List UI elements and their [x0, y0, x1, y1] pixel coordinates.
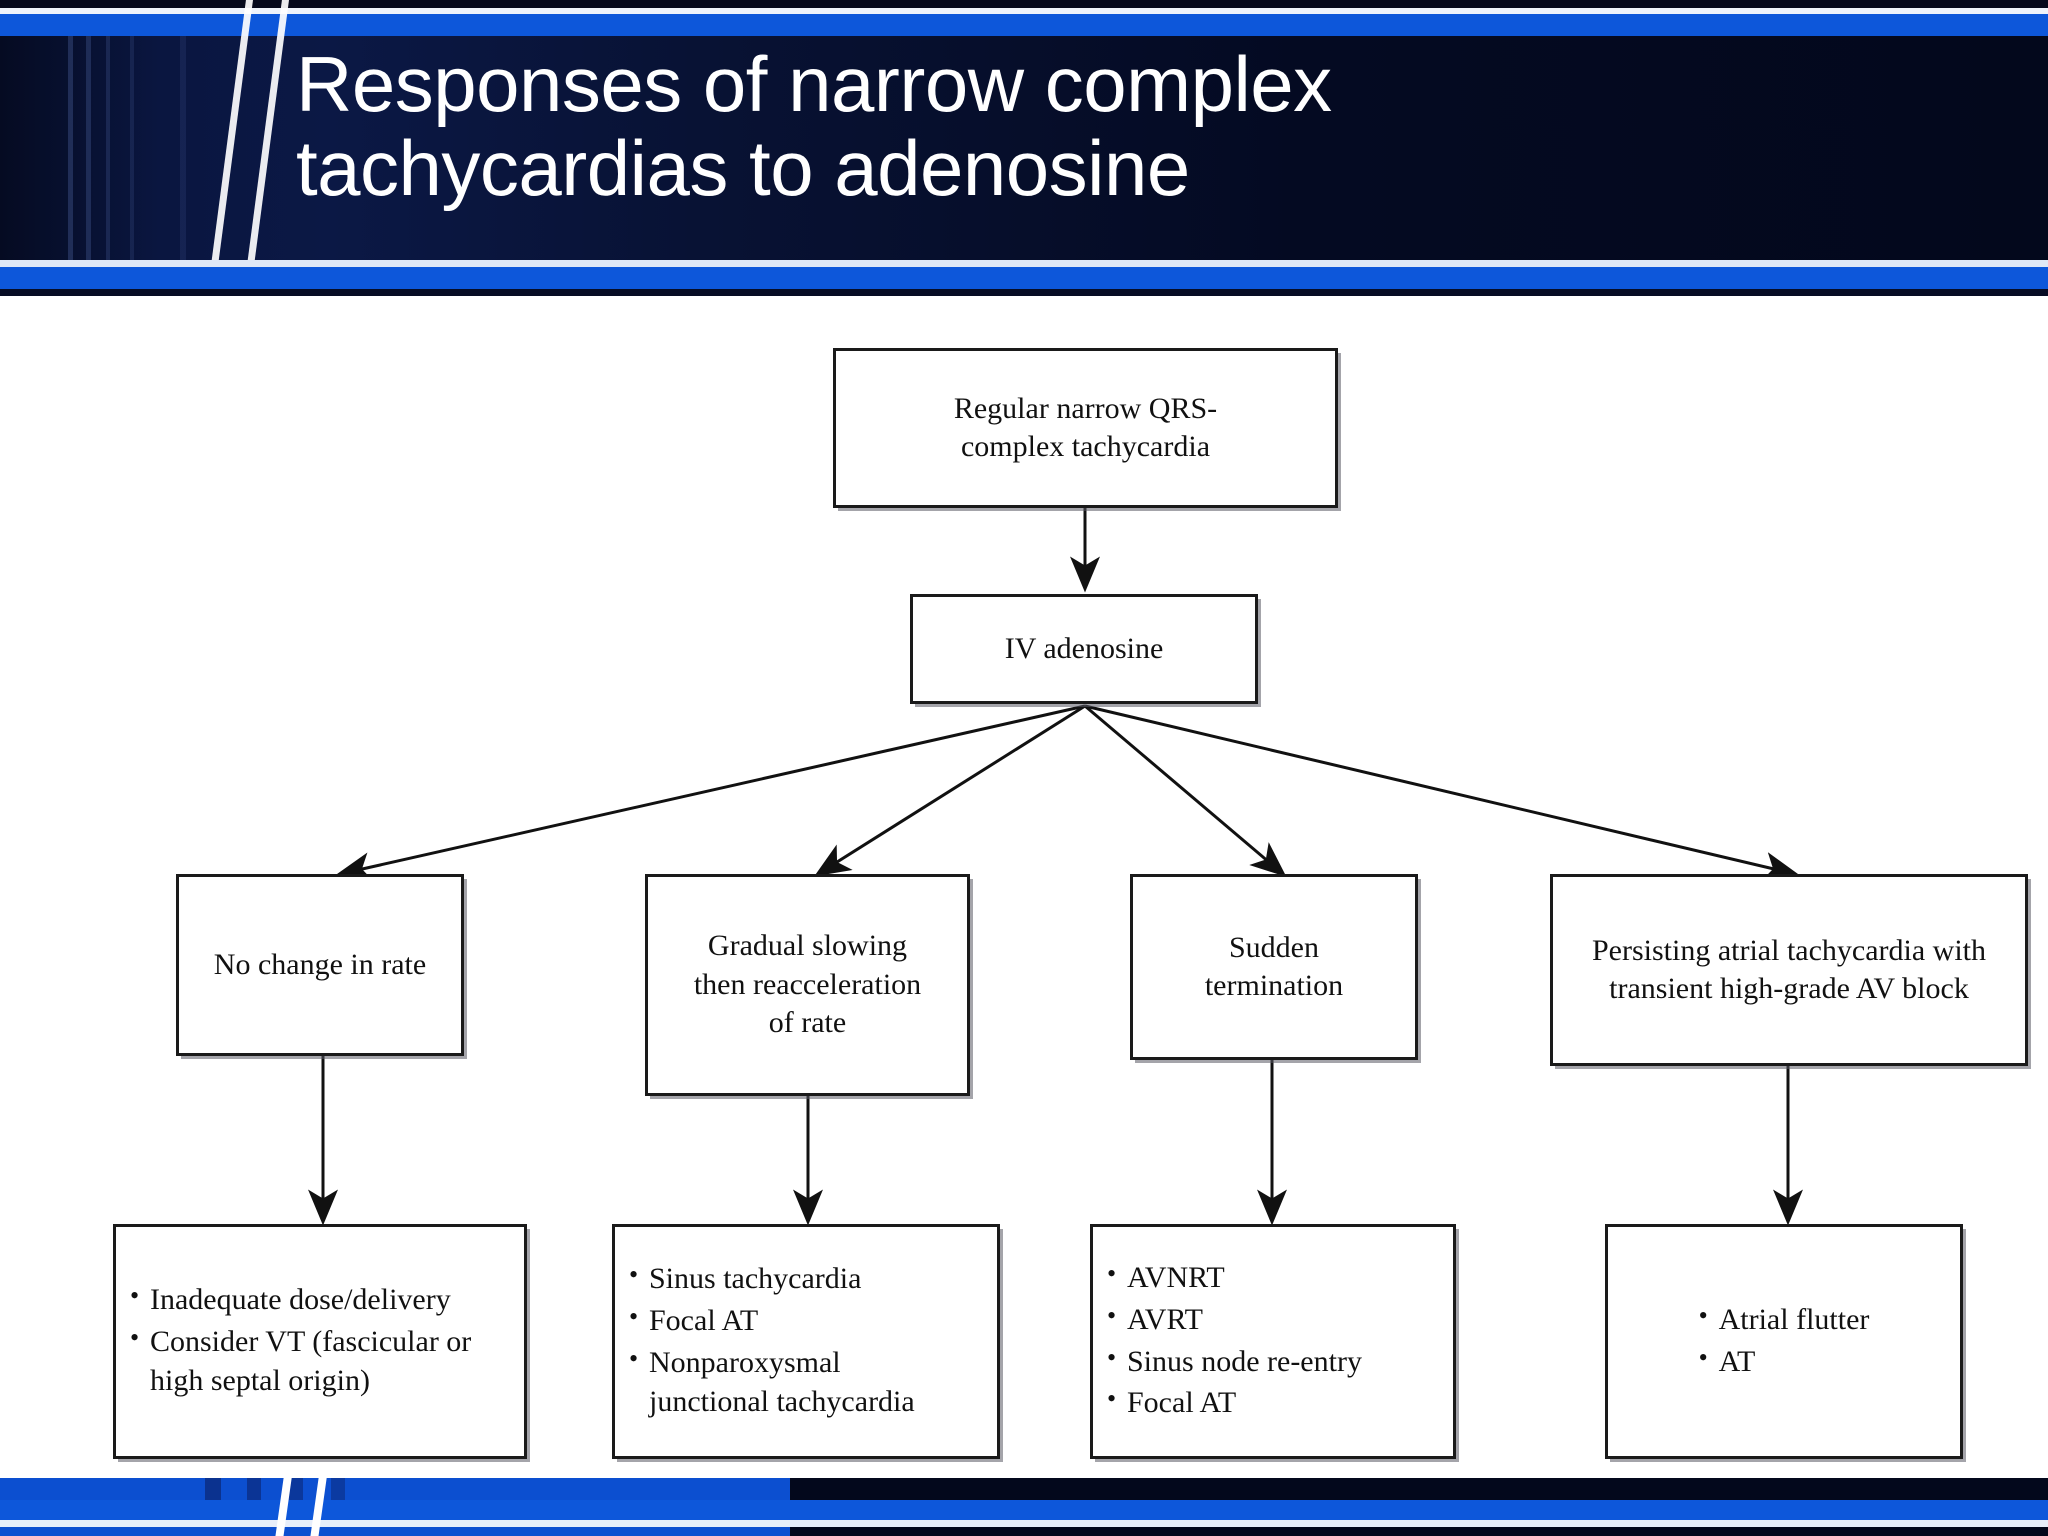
header-pinstripes-decoration [60, 26, 270, 276]
list-item: Atrial flutter [1699, 1299, 1870, 1340]
slide-header: Responses of narrow complex tachycardias… [0, 0, 2048, 296]
header-top-dark-line [0, 0, 2048, 8]
list-item: AT [1699, 1341, 1870, 1382]
list-item: Nonparoxysmal junctional tachycardia [629, 1342, 915, 1423]
header-top-blue-band [0, 14, 2048, 36]
footer-blue-band [0, 1500, 2048, 1520]
node-causes-sudden-termination[interactable]: AVNRT AVRT Sinus node re-entry Focal AT [1090, 1224, 1456, 1459]
node-causes-no-change[interactable]: Inadequate dose/delivery Consider VT (fa… [113, 1224, 527, 1459]
list-item: Sinus tachycardia [629, 1258, 915, 1299]
node-response-3-label: Sudden termination [1204, 930, 1344, 1002]
node-response-4-label: Persisting atrial tachycardia with trans… [1591, 933, 1987, 1005]
header-bottom-blue-band [0, 267, 2048, 289]
footer-bottom-left-blue [0, 1527, 790, 1536]
causes-list-1: Inadequate dose/delivery Consider VT (fa… [130, 1279, 471, 1404]
list-item: Consider VT (fascicular or high septal o… [130, 1321, 471, 1402]
node-response-1-label: No change in rate [213, 947, 427, 981]
connector-adenosine-to-response-1 [335, 704, 1086, 882]
node-response-sudden-termination[interactable]: Sudden termination [1130, 874, 1418, 1060]
header-background [0, 0, 2048, 296]
header-bottom-white-line [0, 260, 2048, 267]
header-top-white-line [0, 8, 2048, 14]
node-response-no-change-in-rate[interactable]: No change in rate [176, 874, 464, 1056]
slide-footer [0, 1478, 2048, 1536]
node-iv-adenosine-label: IV adenosine [1004, 631, 1164, 665]
node-causes-gradual-slowing[interactable]: Sinus tachycardia Focal AT Nonparoxysmal… [612, 1224, 1000, 1459]
causes-list-2: Sinus tachycardia Focal AT Nonparoxysmal… [629, 1258, 915, 1425]
causes-list-3: AVNRT AVRT Sinus node re-entry Focal AT [1107, 1257, 1362, 1426]
header-top-rule [0, 0, 2048, 36]
header-bottom-dark-line [0, 289, 2048, 296]
connector-adenosine-to-response-4 [1084, 704, 1800, 882]
causes-list-4: Atrial flutter AT [1699, 1299, 1870, 1384]
flowchart-canvas: Regular narrow QRS- complex tachycardia … [0, 296, 2048, 1478]
footer-white-line [0, 1520, 2048, 1527]
list-item: Focal AT [629, 1300, 915, 1341]
footer-bottom-dark-band [0, 1527, 2048, 1536]
list-item: AVRT [1107, 1299, 1362, 1340]
node-response-persisting-atrial-tachycardia[interactable]: Persisting atrial tachycardia with trans… [1550, 874, 2028, 1066]
node-iv-adenosine[interactable]: IV adenosine [910, 594, 1258, 704]
connector-adenosine-to-response-3 [1084, 704, 1287, 877]
node-response-gradual-slowing[interactable]: Gradual slowing then reacceleration of r… [645, 874, 970, 1096]
list-item: Sinus node re-entry [1107, 1341, 1362, 1382]
page-title: Responses of narrow complex tachycardias… [296, 40, 1332, 213]
list-item: Focal AT [1107, 1382, 1362, 1423]
list-item: AVNRT [1107, 1257, 1362, 1298]
header-bottom-rule [0, 254, 2048, 296]
node-root-regular-narrow-qrs[interactable]: Regular narrow QRS- complex tachycardia [833, 348, 1338, 508]
list-item: Inadequate dose/delivery [130, 1279, 471, 1320]
connector-adenosine-to-response-2 [814, 704, 1086, 877]
node-response-2-label: Gradual slowing then reacceleration of r… [693, 929, 922, 1040]
node-causes-persisting-atrial-tachycardia[interactable]: Atrial flutter AT [1605, 1224, 1963, 1459]
node-root-label: Regular narrow QRS- complex tachycardia [953, 391, 1218, 463]
